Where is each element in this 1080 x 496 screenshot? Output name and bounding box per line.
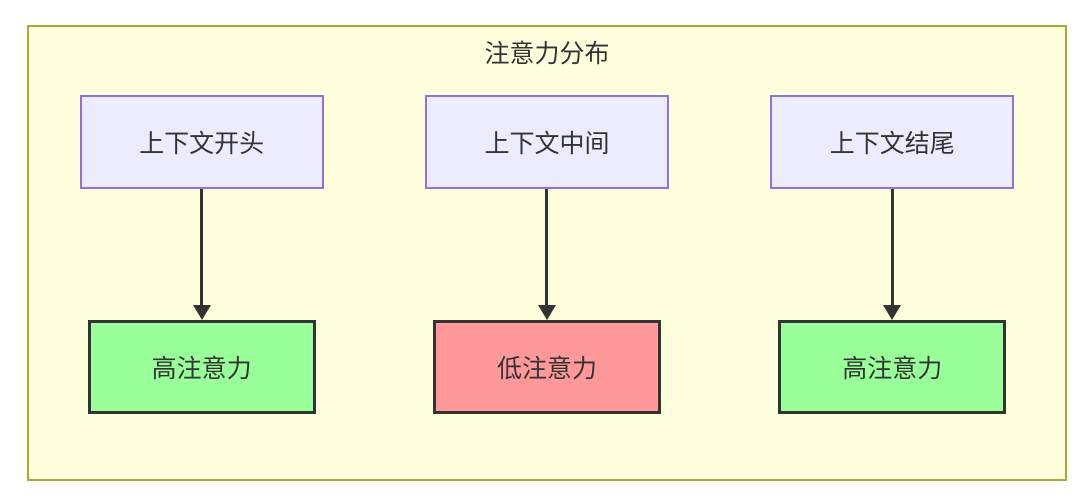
attention-distribution-diagram: 注意力分布 上下文开头 高注意力 上下文中间 低注意力 上下文结尾 高注: [27, 25, 1067, 481]
arrow-context-end-to-target: [883, 189, 902, 320]
arrowhead-down-icon: [883, 305, 902, 320]
diagram-title: 注意力分布: [484, 40, 610, 68]
arrowhead-down-icon: [537, 305, 556, 320]
node-high-attention-left: 高注意力: [87, 320, 316, 414]
flow-column-context-middle: 上下文中间 低注意力: [374, 95, 719, 414]
flow-column-context-start: 上下文开头 高注意力: [29, 95, 374, 414]
node-context-start: 上下文开头: [79, 95, 324, 189]
arrowhead-down-icon: [192, 305, 211, 320]
node-context-middle: 上下文中间: [424, 95, 669, 189]
arrow-line: [200, 189, 204, 306]
node-low-attention-middle: 低注意力: [432, 320, 661, 414]
node-context-end: 上下文结尾: [770, 95, 1015, 189]
arrow-line: [890, 189, 894, 306]
arrow-context-start-to-target: [192, 189, 211, 320]
node-high-attention-right: 高注意力: [778, 320, 1007, 414]
flow-column-context-end: 上下文结尾 高注意力: [720, 95, 1065, 414]
arrow-context-middle-to-target: [537, 189, 556, 320]
arrow-line: [545, 189, 549, 306]
flow-columns: 上下文开头 高注意力 上下文中间 低注意力 上下文结尾 高注意力: [29, 95, 1065, 414]
